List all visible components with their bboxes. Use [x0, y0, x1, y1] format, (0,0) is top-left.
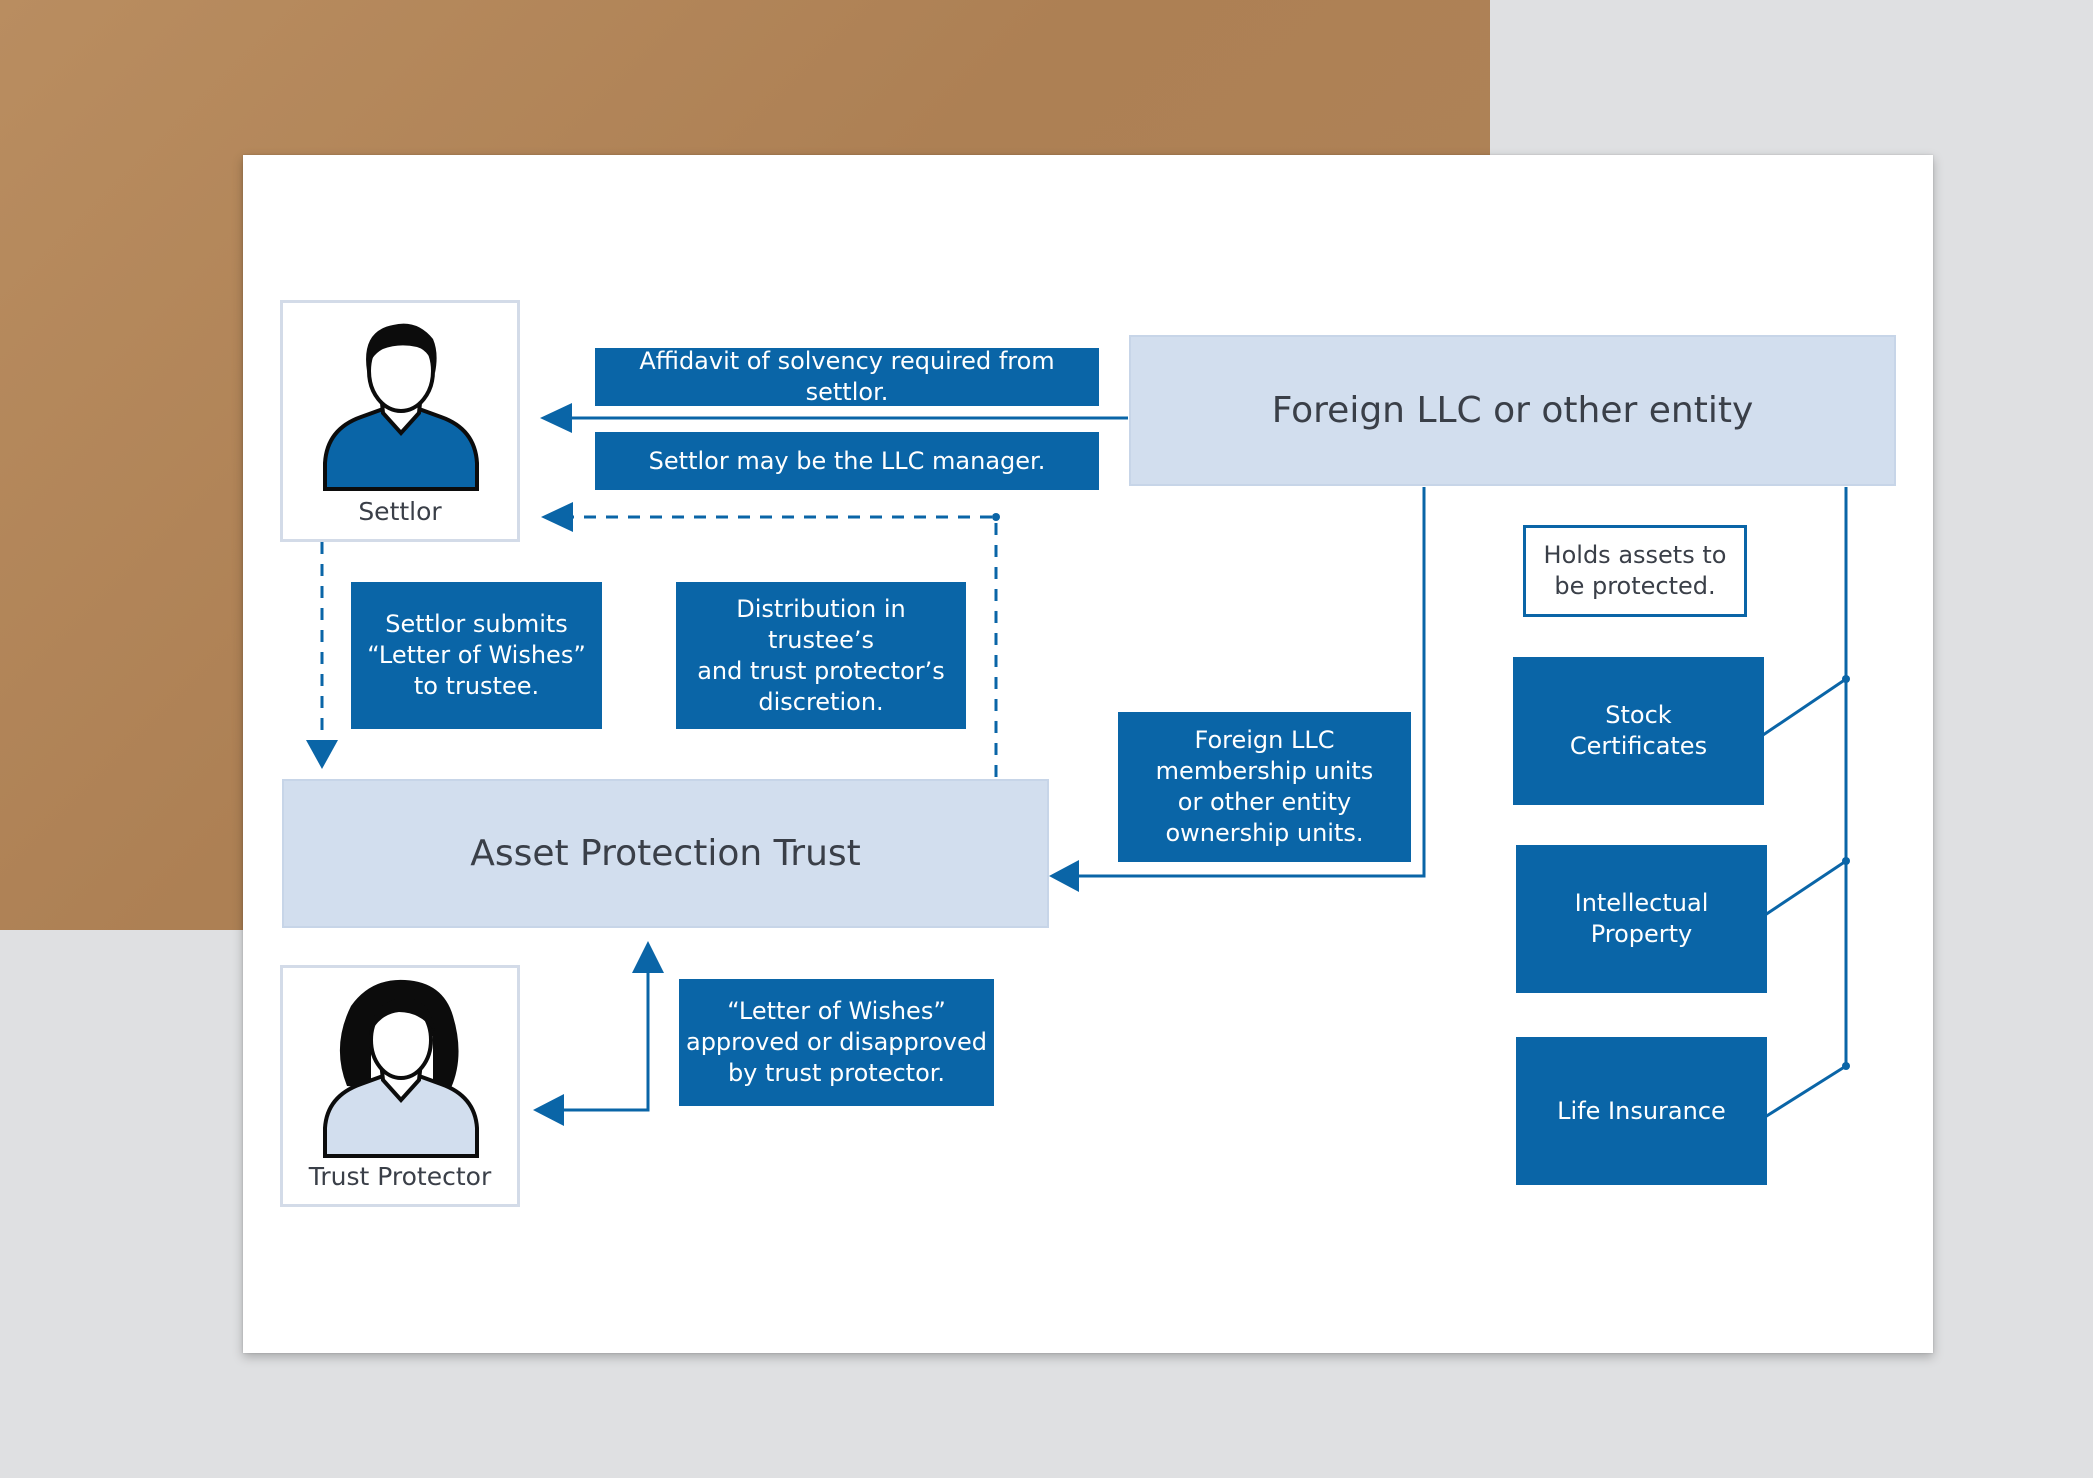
distribution-note: Distribution in trustee’s and trust prot…	[676, 582, 966, 729]
holds-assets-note: Holds assets to be protected.	[1523, 525, 1747, 617]
branch-life	[1764, 1064, 1847, 1119]
letter-approval-note: “Letter of Wishes” approved or disapprov…	[679, 979, 994, 1106]
arrow-trust-to-settlor	[546, 515, 998, 777]
male-person-icon	[323, 323, 479, 491]
junction-dot	[1842, 1062, 1850, 1070]
junction-dot	[1842, 675, 1850, 683]
arrow-trust-protector	[557, 952, 650, 1112]
trust-protector-label: Trust Protector	[308, 1162, 492, 1191]
arrowhead-protector	[533, 1094, 564, 1126]
foreign-llc-box: Foreign LLC or other entity	[1129, 335, 1896, 486]
asset-stock-certificates: Stock Certificates	[1513, 657, 1764, 805]
asset-life-insurance: Life Insurance	[1516, 1037, 1767, 1185]
arrowhead-settlor-dashed	[541, 502, 573, 532]
junction-dot	[1842, 857, 1850, 865]
affidavit-note: Affidavit of solvency required from sett…	[595, 347, 1099, 406]
branch-stock	[1762, 677, 1847, 737]
membership-units-note: Foreign LLC membership units or other en…	[1118, 712, 1411, 862]
trust-protector-box: Trust Protector	[280, 965, 520, 1207]
letter-submit-note: Settlor submits “Letter of Wishes” to tr…	[351, 582, 602, 729]
settlor-box: Settlor	[280, 300, 520, 542]
settlor-label: Settlor	[358, 497, 442, 526]
connector-lines	[306, 403, 1850, 1126]
junction-dot	[992, 513, 1000, 521]
llc-manager-note: Settlor may be the LLC manager.	[595, 432, 1099, 490]
asset-protection-trust-box: Asset Protection Trust	[282, 779, 1049, 928]
arrowhead-settlor	[540, 403, 572, 433]
female-person-icon	[323, 979, 479, 1158]
arrow-llc-to-trust	[1069, 487, 1426, 878]
diagram-card: Settlor Trust Protector Foreign LLC or o…	[243, 155, 1933, 1353]
arrowhead-trust-top	[306, 740, 338, 769]
arrowhead-trust-right	[1049, 860, 1079, 892]
arrowhead-trust-bottom	[632, 941, 664, 973]
asset-intellectual-property: Intellectual Property	[1516, 845, 1767, 993]
branch-ip	[1764, 859, 1847, 917]
